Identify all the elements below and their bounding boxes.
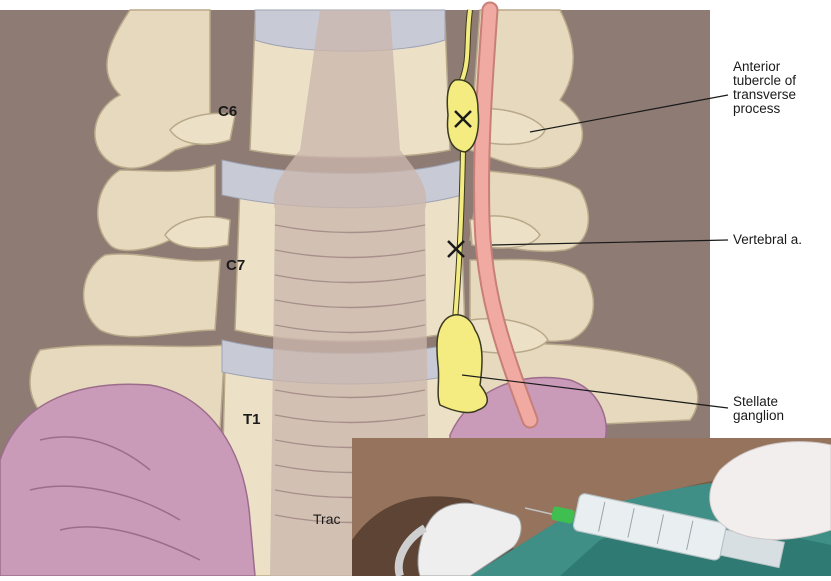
label-vertebral-artery: Vertebral a.	[733, 233, 802, 247]
label-trachea: Trac	[313, 512, 340, 526]
label-c7: C7	[226, 257, 245, 274]
ultrasound-procedure-photo	[352, 438, 831, 576]
middle-cervical-ganglion	[447, 80, 478, 152]
label-anterior-tubercle: Anterior tubercle of transverse process	[733, 60, 796, 116]
label-stellate-ganglion: Stellate ganglion	[733, 395, 784, 423]
label-c6: C6	[218, 103, 237, 120]
label-t1: T1	[243, 411, 261, 428]
